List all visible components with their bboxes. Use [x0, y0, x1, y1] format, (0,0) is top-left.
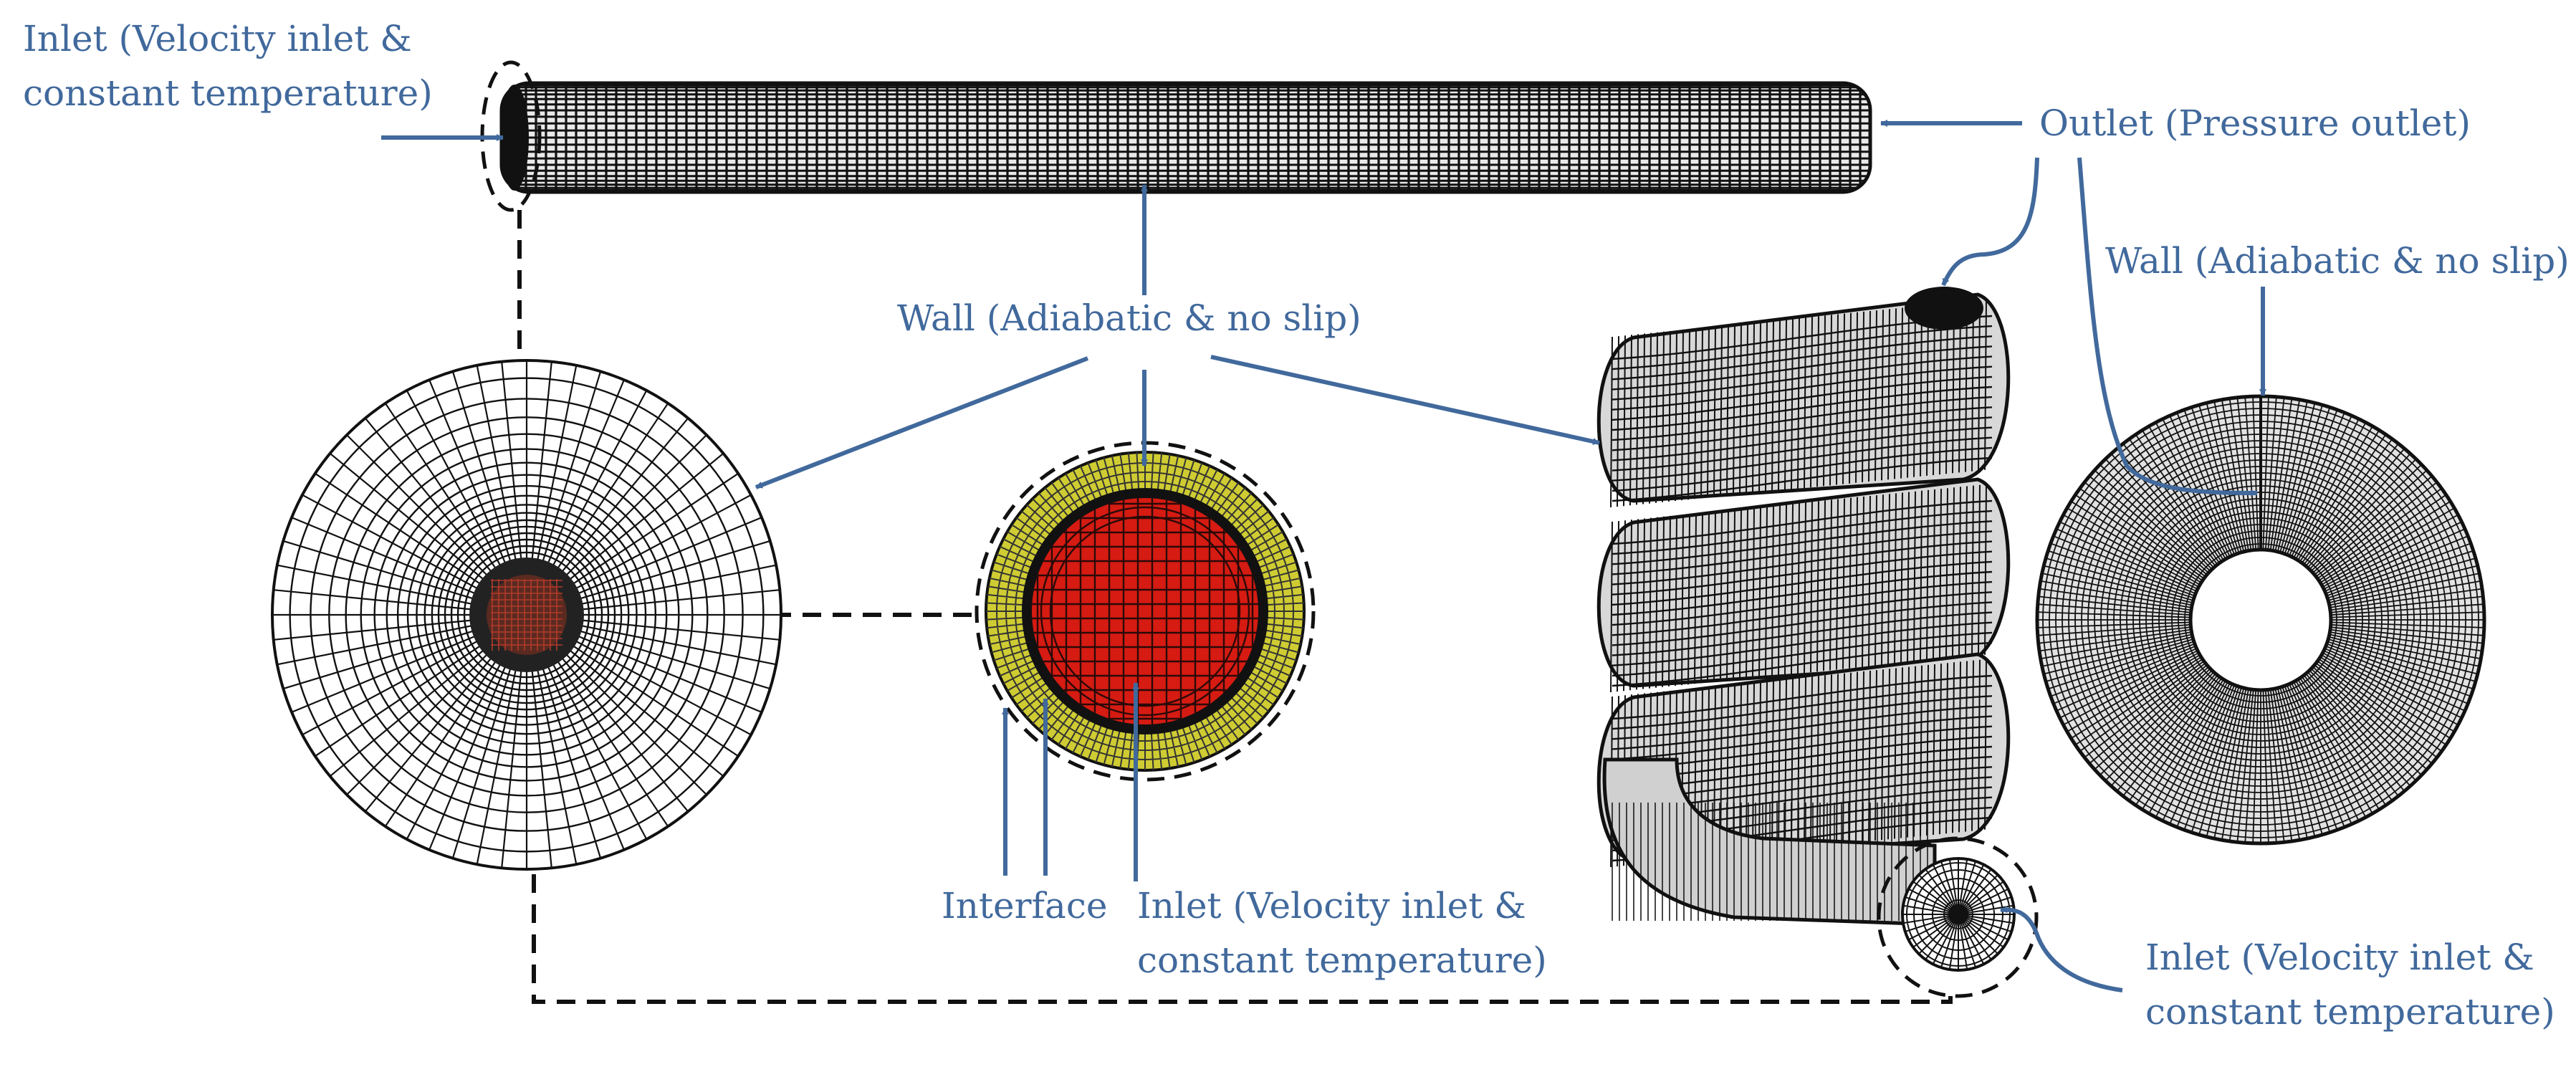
torus-hole: [2188, 547, 2333, 692]
detail-fluid: [1032, 498, 1258, 724]
wall-right-label: Wall (Adiabatic & no slip): [2105, 234, 2570, 288]
coil-turn-top-rings: [1610, 299, 1987, 508]
inlet-detail-mesh: [985, 451, 1306, 772]
detail-fluid-rings: [1040, 506, 1250, 717]
inlet-coil-label: Inlet (Velocity inlet & constant tempera…: [2145, 930, 2555, 1039]
arrow-outlet-coil: [1941, 157, 2039, 287]
inlet-center-label-line1: Inlet (Velocity inlet &: [1137, 885, 1526, 927]
coil-outlet-cap: [1905, 287, 1983, 330]
inlet-center-label: Inlet (Velocity inlet & constant tempera…: [1137, 879, 1547, 987]
arrow-wall-xsec: [755, 356, 1089, 489]
detail-fluid-grid: [1032, 498, 1258, 724]
coil-inlet-leg: [1602, 757, 1937, 927]
wall-right-label-text: Wall (Adiabatic & no slip): [2105, 240, 2570, 282]
inlet-top-label-line1: Inlet (Velocity inlet &: [23, 18, 412, 59]
interface-label: Interface: [942, 879, 1107, 933]
coil-inlet-face-grid: [1902, 858, 2014, 970]
annotation-arrows: [381, 120, 2266, 992]
inlet-coil-ring: [1877, 836, 2039, 998]
dashed-connectors: [517, 210, 1953, 1004]
coil-turn-top: [1596, 292, 2011, 508]
xsec-spokes: [272, 360, 781, 869]
xsec-core-grid: [491, 579, 562, 651]
wall-center-label-text: Wall (Adiabatic & no slip): [897, 297, 1361, 339]
cross-section-mesh: [271, 359, 782, 871]
inlet-coil-label-line1: Inlet (Velocity inlet &: [2145, 937, 2534, 978]
tube-inlet-face: [500, 85, 529, 191]
detail-solid-grid: [986, 452, 1304, 770]
coil-inlet-face-center: [1948, 904, 1968, 924]
coil-inlet-leg-rings: [1612, 803, 1928, 921]
dash-xsec-to-coil: [532, 874, 1953, 1004]
coil-turn-mid-rings: [1610, 484, 1987, 693]
tube-lines: [502, 83, 1870, 192]
inlet-coil-label-line2: constant temperature): [2145, 991, 2555, 1033]
torus-rings: [2042, 401, 2479, 838]
arrow-wall-coil: [1210, 355, 1600, 445]
inlet-top-label: Inlet (Velocity inlet & constant tempera…: [23, 11, 433, 120]
inlet-top-label-line2: constant temperature): [23, 72, 433, 114]
arrow-inlet-coil: [2000, 906, 2123, 992]
arrow-outlet-torus: [2077, 157, 2258, 497]
wall-center-label: Wall (Adiabatic & no slip): [897, 291, 1361, 345]
coil-top-view-mesh: [2035, 394, 2486, 846]
outlet-label: Outlet (Pressure outlet): [2039, 96, 2471, 150]
straight-tube-mesh: [499, 81, 1872, 194]
outlet-label-text: Outlet (Pressure outlet): [2039, 102, 2471, 144]
inlet-center-label-line2: constant temperature): [1137, 939, 1547, 981]
interface-label-text: Interface: [942, 885, 1108, 927]
coil-inlet-face: [1901, 857, 2016, 972]
xsec-core: [487, 575, 567, 655]
tube-body: [502, 83, 1870, 192]
helical-coil-mesh: [1596, 287, 2016, 972]
